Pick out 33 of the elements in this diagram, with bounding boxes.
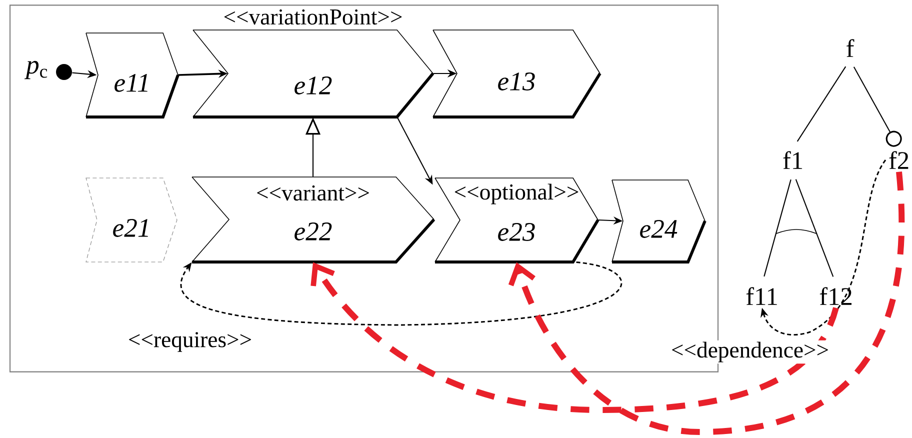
feature-label: f2 <box>889 151 908 169</box>
edge-label: <<dependence>> <box>670 340 830 364</box>
chevron-box <box>612 180 706 264</box>
chevron-box <box>434 178 600 264</box>
tree-line <box>764 179 792 277</box>
tree-line <box>796 66 846 142</box>
connector <box>310 262 839 413</box>
chevron-box <box>192 176 436 264</box>
stereotype-label: <<optional>> <box>454 184 578 204</box>
element-name: e13 <box>498 72 535 90</box>
element-name: e21 <box>113 219 148 237</box>
stereotype-label: <<variationPoint>> <box>224 9 402 25</box>
feature-label: f <box>846 39 854 57</box>
element-name: e12 <box>294 76 332 94</box>
element-name: e24 <box>640 220 678 238</box>
node-label: p$_{c}$ <box>24 60 48 80</box>
tree-line <box>795 179 834 277</box>
connector <box>180 262 622 326</box>
feature-label: f12 <box>820 287 852 305</box>
connector <box>853 66 902 147</box>
chevron-box <box>86 178 178 262</box>
feature-label: f11 <box>746 287 777 305</box>
stereotype-label: <<variant>> <box>257 185 369 201</box>
element-name: e11 <box>114 74 148 92</box>
feature-label: f1 <box>783 151 802 169</box>
chevron-box <box>86 32 180 118</box>
edge-label: <<requires>> <box>126 330 254 354</box>
chevron-box <box>432 30 602 118</box>
connector <box>760 160 886 336</box>
element-name: e22 <box>294 222 332 240</box>
chevron-box <box>192 9 434 118</box>
connector <box>508 172 904 435</box>
element-name: e23 <box>498 223 535 241</box>
